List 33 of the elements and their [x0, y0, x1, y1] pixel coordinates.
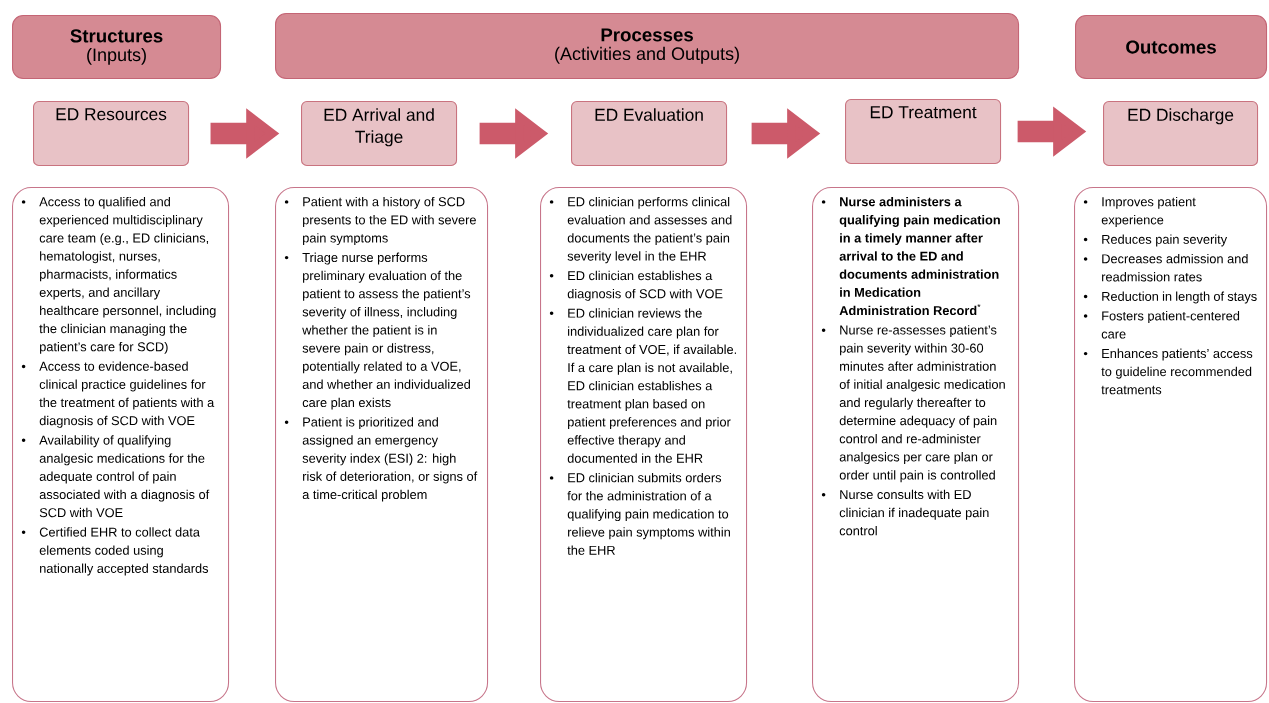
bullet-item: Improves patient experience: [1083, 196, 1196, 227]
bullet-item: Reduces pain severity: [1083, 234, 1228, 247]
bullet-item: Access to qualified and experienced multidisciplinary care team (e.g., ED clinicians, hematologist, nurses, pharmacists, informatics experts, and ancillary healthcare personnel, including the clinician managing the patient’s care for SCD): [21, 196, 216, 354]
bullet-item: ED clinician establishes a diagnosis of SCD with VOE: [549, 270, 723, 301]
bullet-item: Certified EHR to collect data elements coded using nationally accepted standards: [21, 527, 209, 576]
bullet-item: Reduction in length of stays: [1083, 291, 1257, 304]
bullet-list-box: [812, 187, 1020, 703]
bullet-item: Enhances patients’ access to guideline recommended treatments: [1083, 348, 1253, 395]
bullet-list-box: [540, 187, 748, 703]
stage-box: ED Evaluation: [571, 101, 728, 167]
bullet-item: Fosters patient-centered care: [1083, 311, 1240, 339]
stage-box: ED Resources: [33, 101, 190, 167]
bullet-item: ED clinician submits orders for the administration of a qualifying pain medication to relieve pain symptoms within the EHR: [549, 472, 730, 555]
bullet-list-box: [275, 187, 489, 703]
bullet-item: Access to evidence-based clinical practice guidelines for the treatment of patients with a diagnosis of SCD with VOE: [21, 361, 215, 428]
header-box: Processes (Activities and Outputs): [275, 13, 1020, 80]
header-box: Outcomes: [1075, 15, 1268, 80]
bullet-item: Decreases admission and readmission rates: [1083, 253, 1248, 282]
bullet-item: ED clinician performs clinical evaluation and assesses and documents the patient’s pain severity level in the EHR: [549, 196, 732, 264]
bullet-item: Nurse consults with ED clinician if inadequate pain control: [821, 489, 989, 536]
bullet-item: Triage nurse performs preliminary evaluation of the patient to assess the patient’s severity of illness, including whether the patient is in severe pain or distress, potentially related to a VOE, and whether an individualized care plan exists: [284, 252, 471, 410]
bullet-item: ED clinician reviews the individualized care plan for treatment of VOE, if available. If a care plan is not available, ED clinician establishes a treatment plan based on patient preferences and prior effective therapy and documented in the EHR: [549, 308, 736, 463]
bullet-list-box: [12, 187, 230, 703]
stage-box: ED Arrival and Triage: [301, 101, 458, 167]
bullet-item: Patient with a history of SCD presents to the ED with severe pain symptoms: [284, 196, 476, 246]
bullet-item: Patient is prioritized and assigned an emergency severity index (ESI) 2: high risk of deterioration, or signs of a time-critical problem: [284, 417, 478, 502]
stage-box: ED Discharge: [1103, 101, 1259, 167]
bullet-item: Availability of qualifying analgesic medications for the adequate control of pain associated with a diagnosis of SCD with VOE: [21, 435, 210, 518]
bullet-item: Nurse re-assesses patient’s pain severity within 30-60 minutes after administration of initial analgesic medication and regularly thereafter to determine adequacy of pain control and re-administer analgesics per care plan or order until pain is controlled: [821, 325, 1005, 483]
stage-box: ED Treatment: [845, 99, 1002, 165]
bullet-list-box: [1074, 187, 1268, 703]
bullet-item: Nurse administers a qualifying pain medication in a timely manner after arrival to the ED and documents administration in Medication Administration Record$^{*}$: [821, 196, 1000, 316]
header-box: Structures (Inputs): [12, 15, 222, 80]
